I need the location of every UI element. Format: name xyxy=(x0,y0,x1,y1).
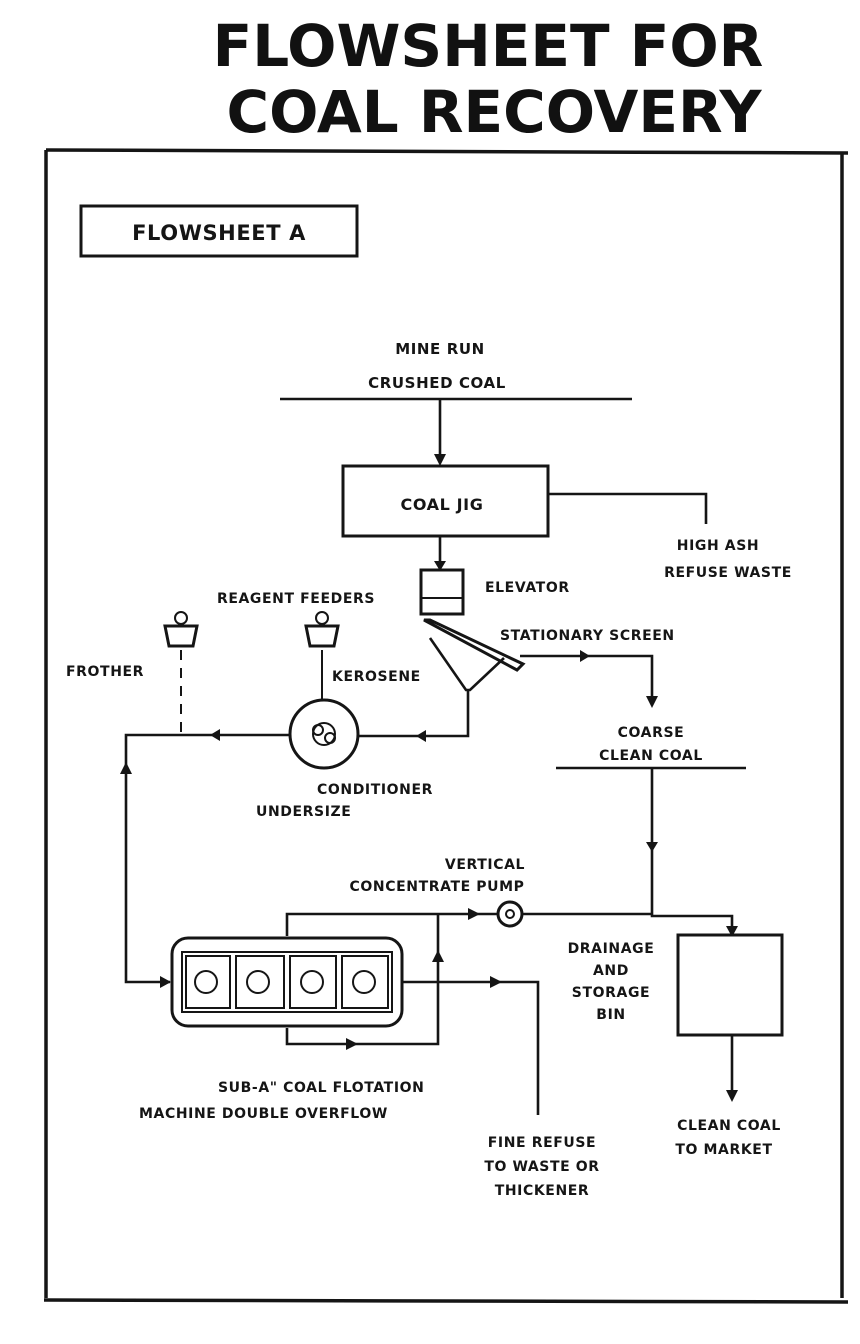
arrow-right-icon xyxy=(160,976,171,988)
vertical-label: VERTICAL xyxy=(445,857,525,873)
clean-coal-market-label: CLEAN COAL xyxy=(677,1118,781,1134)
funnel-feeder-icon xyxy=(163,611,199,648)
arrow-down-icon xyxy=(646,842,658,852)
kerosene-label: KEROSENE xyxy=(332,669,421,685)
flotation-cell-icon xyxy=(341,955,389,1009)
flotation-cell-icon xyxy=(235,955,285,1009)
arrow-left-icon xyxy=(416,730,426,742)
arrow-down-icon xyxy=(646,696,658,708)
fine-refuse-label: FINE REFUSE xyxy=(488,1135,596,1151)
pump-icon xyxy=(496,900,524,928)
clean-coal-label: CLEAN COAL xyxy=(599,748,703,764)
drainage-label: DRAINAGE xyxy=(568,941,655,957)
storage-bin-box xyxy=(676,933,784,1037)
arrow-up-icon xyxy=(120,762,132,774)
flotation-machine xyxy=(170,936,404,1028)
reagent-feeders-label: REAGENT FEEDERS xyxy=(217,591,375,607)
sub-a-label: SUB-A" COAL FLOTATION xyxy=(218,1080,424,1096)
overflow-bottom-line xyxy=(285,914,440,1046)
arrow-down-icon xyxy=(434,561,446,571)
conditioner-label: CONDITIONER xyxy=(317,782,433,798)
coal-jig-label: COAL JIG xyxy=(401,495,484,514)
storage-label: STORAGE xyxy=(572,985,650,1001)
arrow-down-icon xyxy=(434,454,446,466)
overflow-top-line xyxy=(285,912,498,936)
crushed-coal-label: CRUSHED COAL xyxy=(368,374,506,392)
refuse-waste-label: REFUSE WASTE xyxy=(664,565,792,581)
arrow-up-icon xyxy=(432,950,444,962)
undersize-label: UNDERSIZE xyxy=(256,804,351,820)
screen-to-coarse-line xyxy=(520,654,654,702)
arrow-right-icon xyxy=(346,1038,358,1050)
flowsheet-a-box xyxy=(79,204,359,258)
coarse-to-bin-line xyxy=(650,768,734,934)
title-line-1: FLOWSHEET FOR xyxy=(213,12,764,80)
arrow-right-icon xyxy=(490,976,502,988)
machine-label: MACHINE DOUBLE OVERFLOW xyxy=(139,1106,388,1122)
flotation-cell-icon xyxy=(185,955,231,1009)
title-line-2: COAL RECOVERY xyxy=(227,78,763,146)
to-waste-or-label: TO WASTE OR xyxy=(484,1159,599,1175)
arrow-left-icon xyxy=(210,729,220,741)
flotation-cell-icon xyxy=(289,955,337,1009)
to-market-label: TO MARKET xyxy=(675,1142,772,1158)
mine-run-label: MINE RUN xyxy=(395,340,485,358)
and-label: AND xyxy=(593,963,629,979)
concentrate-pump-label: CONCENTRATE PUMP xyxy=(350,879,525,895)
arrow-down-icon xyxy=(726,926,738,937)
frother-label: FROTHER xyxy=(66,664,144,680)
thickener-label: THICKENER xyxy=(495,1183,590,1199)
coarse-label: COARSE xyxy=(618,725,685,741)
bin-label: BIN xyxy=(596,1007,625,1023)
arrow-right-icon xyxy=(468,908,480,920)
funnel-feeder-icon xyxy=(304,611,340,648)
fine-refuse-line xyxy=(402,980,540,1115)
coal-jig-box xyxy=(341,464,550,538)
flowsheet-a-label: FLOWSHEET A xyxy=(132,221,306,245)
arrow-down-icon xyxy=(726,1090,738,1102)
conditioner-agitator-icon xyxy=(288,698,360,770)
high-ash-line xyxy=(548,492,708,524)
outer-frame xyxy=(43,148,849,1304)
arrow-right-icon xyxy=(580,650,590,662)
elevator-icon xyxy=(419,568,465,616)
high-ash-label: HIGH ASH xyxy=(677,538,759,554)
elevator-label: ELEVATOR xyxy=(485,580,570,596)
undersize-line xyxy=(358,690,470,738)
conditioner-to-flotation-line xyxy=(124,733,290,984)
stationary-screen-label: STATIONARY SCREEN xyxy=(500,628,675,644)
